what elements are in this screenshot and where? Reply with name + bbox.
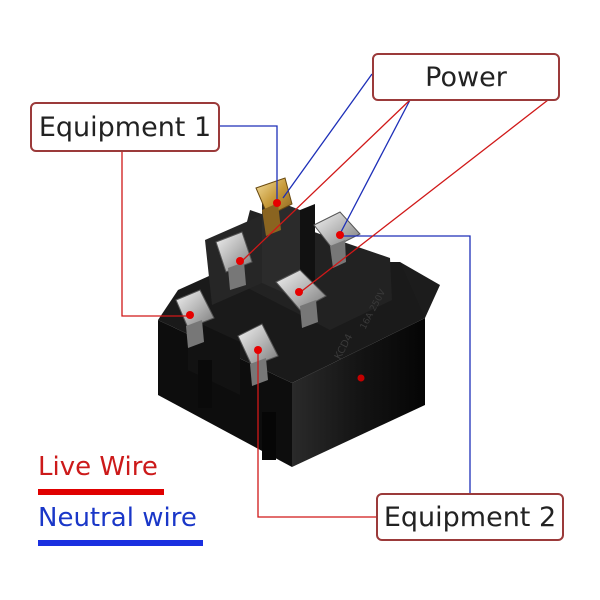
live-wire-equipment-1 (121, 152, 190, 317)
neutral-wire-equipment-1 (220, 125, 278, 204)
live-wires (121, 99, 549, 518)
neutral-wire-power-1 (282, 73, 373, 199)
equipment-1-label: Equipment 1 (30, 102, 220, 152)
terminal-bottom-left (175, 289, 215, 348)
connection-dots (186, 199, 344, 354)
live-wire-power-2 (297, 99, 549, 295)
neutral-wire-power-2 (340, 99, 411, 233)
live-wire-equipment-2 (257, 352, 376, 518)
live-wire-legend-swatch (38, 489, 164, 495)
switch-body: KCD4 16A 250V (158, 195, 440, 467)
power-label: Power (372, 53, 560, 101)
live-wire-power-1 (241, 99, 411, 262)
live-wire-legend-label: Live Wire (38, 452, 158, 482)
neutral-wire-legend-swatch (38, 540, 203, 546)
terminal-top-right (313, 211, 361, 268)
neutral-wire-legend-label: Neutral wire (38, 503, 197, 533)
terminal-bottom-right (237, 323, 279, 386)
neutral-wire-equipment-2 (343, 235, 471, 493)
neutral-wires (220, 73, 471, 493)
equipment-2-label: Equipment 2 (376, 493, 564, 541)
